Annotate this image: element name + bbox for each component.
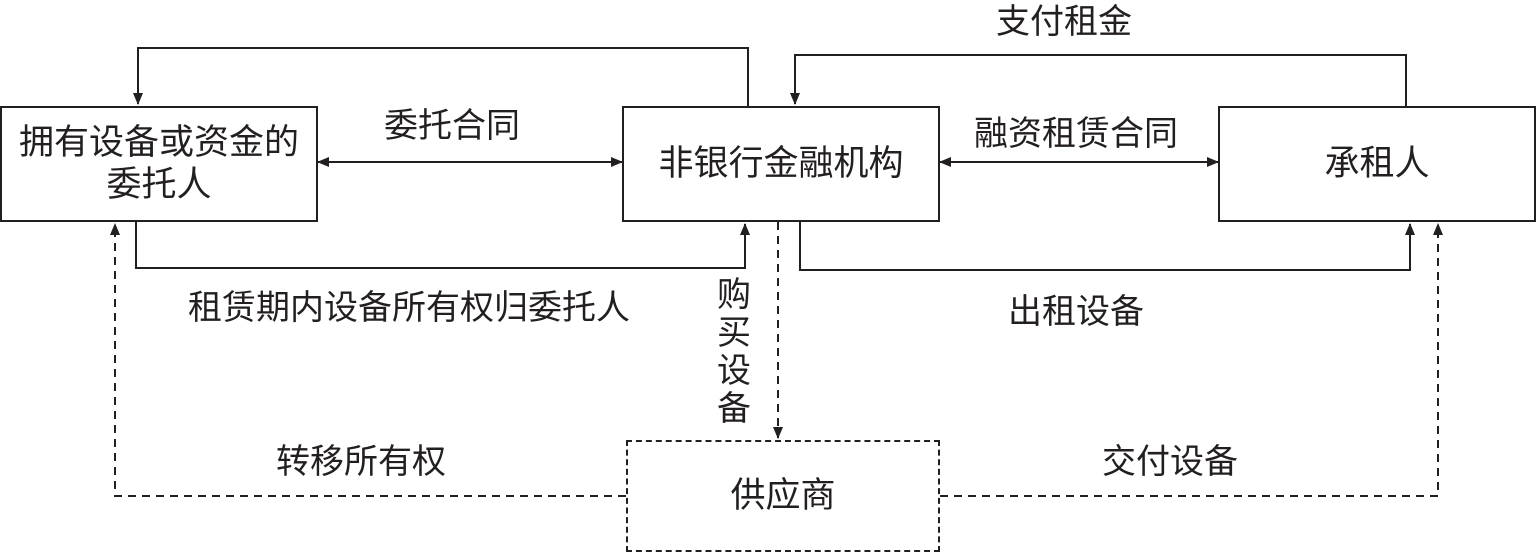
deliver-equipment-arrow xyxy=(940,223,1443,497)
transfer-ownership-arrow xyxy=(110,223,626,497)
pay-rent-arrow xyxy=(790,54,1407,106)
lessee-label: 承租人 xyxy=(1324,144,1430,184)
entrustor-label: 拥有设备或资金的委托人 xyxy=(18,123,299,205)
lease-equipment-arrow xyxy=(799,222,1415,271)
supplier-node: 供应商 xyxy=(626,440,940,552)
entrustor-node: 拥有设备或资金的委托人 xyxy=(0,106,318,222)
lessee-node: 承租人 xyxy=(1218,106,1536,222)
ownership-label: 租赁期内设备所有权归委托人 xyxy=(188,288,630,328)
institution-label: 非银行金融机构 xyxy=(658,144,904,184)
finance-lease-contract-label: 融资租赁合同 xyxy=(974,114,1178,154)
entrust-contract-label: 委托合同 xyxy=(384,106,520,146)
deliver-equipment-label: 交付设备 xyxy=(1102,442,1238,482)
lease-equipment-label: 出租设备 xyxy=(1008,292,1144,332)
ownership-arrow xyxy=(135,222,750,269)
buy-equipment-label: 购买设备 xyxy=(717,275,751,429)
institution-to-entrustor-top-arrow xyxy=(133,47,749,106)
supplier-label: 供应商 xyxy=(730,476,836,516)
transfer-ownership-label: 转移所有权 xyxy=(276,442,446,482)
pay-rent-label: 支付租金 xyxy=(996,2,1132,42)
institution-node: 非银行金融机构 xyxy=(622,106,940,222)
